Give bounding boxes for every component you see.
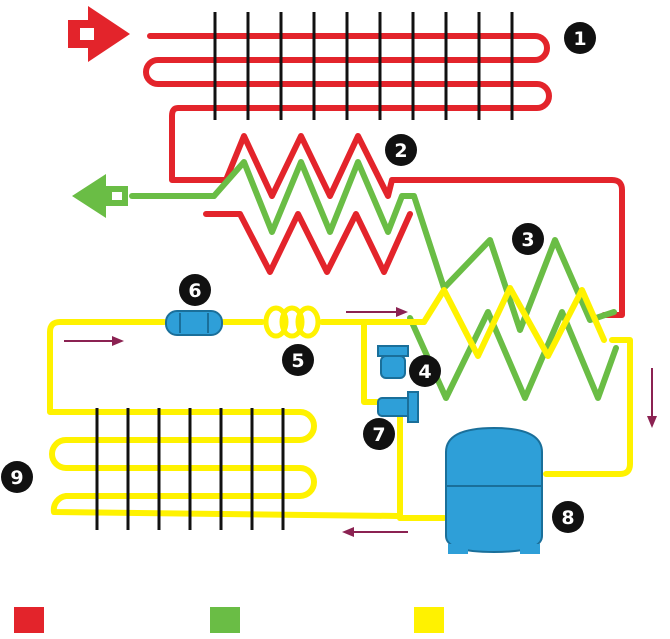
legend-swatch-green [210,607,240,633]
legend [14,607,444,633]
bypass-line [361,319,383,405]
heat-exchanger-red-zigzag-lower [203,211,413,275]
label-2: 2 [385,134,417,166]
hot-refrigerant-circuit [143,33,625,318]
svg-text:8: 8 [561,507,574,529]
label-6: 6 [179,274,211,306]
svg-text:1: 1 [573,28,586,50]
filter-drier [165,310,223,336]
legend-swatch-red [14,607,44,633]
evaporator-coil [49,409,401,519]
label-4: 4 [409,355,441,387]
dry-air-outlet-arrow [72,174,128,218]
label-5: 5 [282,344,314,376]
heat-exchanger-green-zigzag [211,159,617,333]
heat-exchanger-red-zigzag-upper [223,133,625,318]
svg-text:5: 5 [291,350,304,372]
compressor [445,426,543,554]
svg-text:9: 9 [10,467,23,489]
condenser-coil [143,33,552,183]
label-9: 9 [1,461,33,493]
label-1: 1 [564,22,596,54]
label-7: 7 [363,418,395,450]
evaporator-fins [95,408,285,530]
hot-gas-bypass-valve [377,391,419,423]
label-3: 3 [512,223,544,255]
component-labels: 1 2 3 4 5 6 7 8 [1,22,596,533]
svg-text:3: 3 [521,229,534,251]
filter [377,345,409,379]
evaporator-yellow-zigzag [421,285,607,359]
suction-line [543,337,633,477]
flow-arrows [64,307,657,537]
capillary-tube [263,305,321,339]
hot-air-inlet-arrow [68,6,130,62]
evaporator-green-zigzag [407,309,619,401]
process-air-circuit [129,159,619,401]
svg-text:6: 6 [188,280,201,302]
label-8: 8 [552,501,584,533]
cold-refrigerant-circuit [47,285,633,521]
svg-text:4: 4 [418,361,431,383]
condenser-fins [213,12,514,120]
legend-swatch-yellow [414,607,444,633]
svg-text:7: 7 [372,424,385,446]
liquid-line [47,319,303,415]
svg-text:2: 2 [394,140,407,162]
